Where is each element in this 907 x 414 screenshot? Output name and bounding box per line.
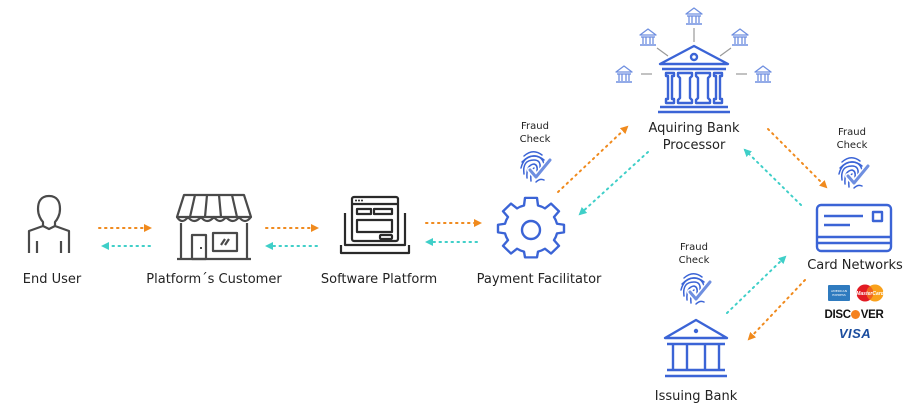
- discover-dot: [851, 310, 861, 319]
- arrow-issuer-to-cardnet: [726, 255, 787, 314]
- acquiring-bank-label-line2: Processor: [662, 138, 726, 153]
- payment-facilitator-label: Payment Facilitator: [476, 272, 602, 287]
- arrow-acquirer-to-payfac: [578, 151, 649, 216]
- discover-text-post: VER: [860, 309, 884, 321]
- arrow-payfac-to-acquirer: [557, 125, 629, 193]
- branch-bank-icon: [731, 28, 749, 46]
- fraud-check-label-payfac: Fraud Check: [515, 120, 555, 146]
- arrow-cardnet-to-acquirer: [743, 148, 802, 206]
- credit-card-icon: [815, 203, 893, 253]
- bank-icon: [663, 318, 729, 378]
- card-networks-label: Card Networks: [807, 258, 903, 273]
- visa-logo: VISA: [838, 326, 872, 341]
- fraud-check-line1: Fraud: [838, 127, 866, 138]
- platform-customer-label: Platform´s Customer: [146, 272, 282, 287]
- acquiring-bank-label-line1: Aquiring Bank: [648, 121, 740, 136]
- fingerprint-check-icon: [680, 273, 713, 305]
- mastercard-logo: MasterCard: [856, 284, 885, 302]
- issuing-bank-label: Issuing Bank: [654, 389, 738, 404]
- fingerprint-check-icon: [838, 157, 871, 189]
- fraud-check-line2: Check: [678, 255, 710, 266]
- software-platform-label: Software Platform: [320, 272, 438, 287]
- end-user-label: End User: [22, 272, 82, 287]
- storefront-icon: [175, 193, 253, 261]
- arrow-acquirer-to-cardnet: [767, 128, 828, 189]
- gear-icon: [496, 196, 566, 259]
- fraud-check-line1: Fraud: [680, 242, 708, 253]
- fraud-check-label-cardnet: Fraud Check: [832, 126, 872, 152]
- fingerprint-check-icon: [520, 151, 553, 183]
- mastercard-text: MasterCard: [856, 291, 884, 297]
- amex-logo: AMERICAN EXPRESS: [828, 285, 850, 301]
- fraud-check-line2: Check: [836, 140, 868, 151]
- fraud-check-label-issuer: Fraud Check: [674, 241, 714, 267]
- branch-bank-icon: [754, 65, 772, 83]
- discover-text-pre: DISC: [824, 309, 851, 321]
- discover-logo: DISC VER: [823, 309, 885, 321]
- fraud-check-line1: Fraud: [521, 121, 549, 132]
- arrow-cardnet-to-issuer: [747, 279, 806, 341]
- branch-bank-icon: [615, 65, 633, 83]
- branch-bank-icon: [685, 7, 703, 25]
- branch-bank-icon: [639, 28, 657, 46]
- person-icon: [27, 194, 71, 253]
- acquiring-bank-label: Aquiring Bank Processor: [632, 120, 756, 154]
- fraud-check-line2: Check: [519, 134, 551, 145]
- laptop-icon: [339, 195, 411, 255]
- bank-network-icon: [615, 7, 772, 114]
